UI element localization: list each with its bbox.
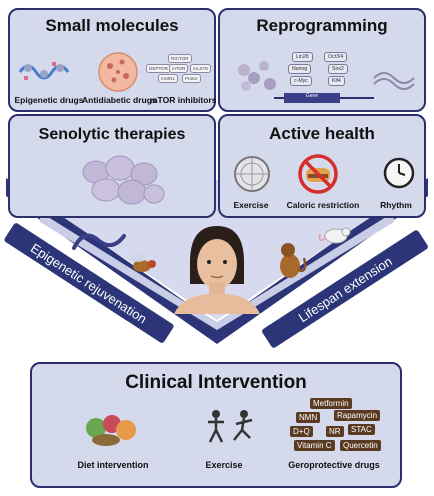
small-molecules-panel: Small molecules RICTOR DEPTOR mTOR mLST8…: [8, 8, 216, 112]
drug-rapamycin: Rapamycin: [334, 410, 381, 421]
drug-nr: NR: [326, 426, 344, 437]
active-health-panel: Active health Exercise Caloric restricti…: [218, 114, 426, 218]
clinical-intervention-panel: Clinical Intervention Metformin NMN Rapa…: [30, 362, 402, 488]
caloric-restriction-icon: [298, 154, 338, 194]
antidiabetic-drugs-label: Antidiabetic drugs: [82, 95, 157, 105]
mtor-inhibitors-label: mTOR inhibitors: [150, 95, 217, 105]
fly-icon: [130, 254, 156, 272]
factor-nanog: Nanog: [288, 64, 312, 74]
small-molecules-title: Small molecules: [45, 16, 179, 35]
drug-metformin: Metformin: [310, 398, 352, 409]
worm-icon: [72, 233, 126, 250]
drug-quercetin: Quercetin: [340, 440, 381, 451]
mtor-label-rictor: RICTOR: [168, 54, 192, 63]
geroprotective-drugs-label: Geroprotective drugs: [288, 460, 380, 470]
factor-cmyc: c-Myc: [290, 76, 312, 86]
factor-lin28: Lin28: [292, 52, 313, 62]
mtor-label-mlst8: mLST8: [190, 64, 211, 73]
mtor-label-mtor: mTOR: [169, 64, 189, 73]
rhythm-label: Rhythm: [380, 200, 412, 210]
senescent-cells-icon: [82, 155, 165, 205]
diet-intervention-label: Diet intervention: [77, 460, 149, 470]
diet-intervention-icon: [86, 415, 136, 446]
drug-stac: STAC: [348, 424, 375, 435]
caloric-restriction-label: Caloric restriction: [286, 200, 360, 210]
mtor-label-protor: Protor: [182, 74, 201, 83]
factor-klf4: Klf4: [328, 76, 345, 86]
clinical-exercise-label: Exercise: [205, 460, 243, 470]
epigenetic-drugs-label: Epigenetic drugs: [14, 95, 84, 105]
gene-label: Gene: [305, 93, 319, 99]
mouse-icon: [318, 227, 351, 244]
drug-dq: D+Q: [290, 426, 313, 437]
monkey-icon: [280, 243, 307, 278]
factor-sox2: Sox2: [328, 64, 348, 74]
senolytic-panel: Senolytic therapies: [8, 114, 216, 218]
reprogramming-panel: Reprogramming Lin28 Oct3/4 Nanog Sox2 c-…: [218, 8, 426, 112]
epigenetic-drugs-icon: [18, 62, 70, 80]
human-face-icon: [174, 226, 260, 314]
senolytic-title: Senolytic therapies: [38, 126, 186, 143]
exercise-figures-icon: [208, 410, 253, 443]
antidiabetic-drugs-icon: [98, 52, 138, 92]
mtor-label-deptor: DEPTOR: [146, 64, 172, 73]
clinical-intervention-title: Clinical Intervention: [125, 372, 307, 393]
rhythm-clock-icon: [383, 157, 415, 189]
active-health-title: Active health: [269, 124, 375, 143]
drug-nmn: NMN: [296, 412, 321, 423]
factor-oct34: Oct3/4: [324, 52, 348, 62]
geroprotective-drugs-cluster: Metformin NMN Rapamycin D+Q NR STAC Vita…: [286, 398, 386, 458]
mtor-label-msin1: mSIN1: [158, 74, 179, 83]
drug-vitamin-c: Vitamin C: [294, 440, 335, 451]
reprogramming-title: Reprogramming: [256, 16, 388, 35]
reprogramming-complex-icon: [238, 61, 415, 103]
mtor-complex-diagram: RICTOR DEPTOR mTOR mLST8 mSIN1 Protor: [146, 54, 212, 88]
exercise-label: Exercise: [233, 200, 269, 210]
exercise-wheel-icon: [234, 156, 270, 192]
